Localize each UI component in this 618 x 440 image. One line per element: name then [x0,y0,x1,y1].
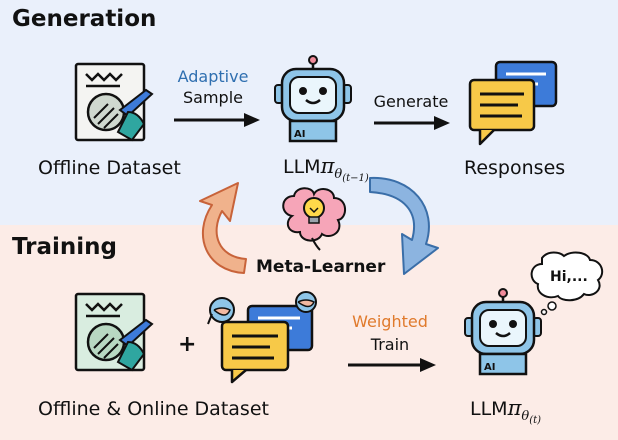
offline-dataset-label: Offline Dataset [38,157,181,179]
weighted-label: Weighted [352,312,428,331]
train-theta-sub: (t) [529,415,542,426]
train-arrow [348,358,436,372]
adaptive-label: Adaptive [177,67,249,86]
llm-generation-label: LLMπθ(t−1) [283,154,369,184]
generate-label: Generate [373,92,449,111]
generate-arrow [374,116,450,130]
meta-left-curved-arrow [199,182,247,274]
generation-title: Generation [12,6,157,32]
meta-learner-label: Meta-Learner [256,257,386,277]
offline-online-dataset-icon [74,292,154,372]
llm-trained-robot-icon: AI [464,288,542,376]
meta-right-curved-arrow [369,176,439,275]
plus-sign: + [178,332,197,357]
meta-learner-brain-icon [282,187,346,251]
online-responses-icon [207,291,317,384]
ai-badge-bottom: AI [484,362,495,373]
sample-label: Sample [183,88,243,107]
responses-icon [468,60,558,146]
speech-bubble-icon: Hi,... [530,251,604,316]
training-title: Training [12,234,118,260]
offline-online-dataset-label: Offline & Online Dataset [38,398,269,420]
offline-dataset-icon [74,62,154,142]
train-label: Train [370,335,410,354]
llm-prefix: LLM [283,156,321,178]
llm-robot-icon: AI [274,55,352,143]
responses-label: Responses [464,157,566,179]
llm-training-label: LLMπθ(t) [470,396,542,426]
sample-arrow [174,113,260,127]
speech-bubble-text: Hi,... [550,269,588,285]
gen-theta-sub: (t−1) [342,173,369,184]
ai-badge-top: AI [294,129,305,140]
llm-prefix-train: LLM [470,398,508,420]
